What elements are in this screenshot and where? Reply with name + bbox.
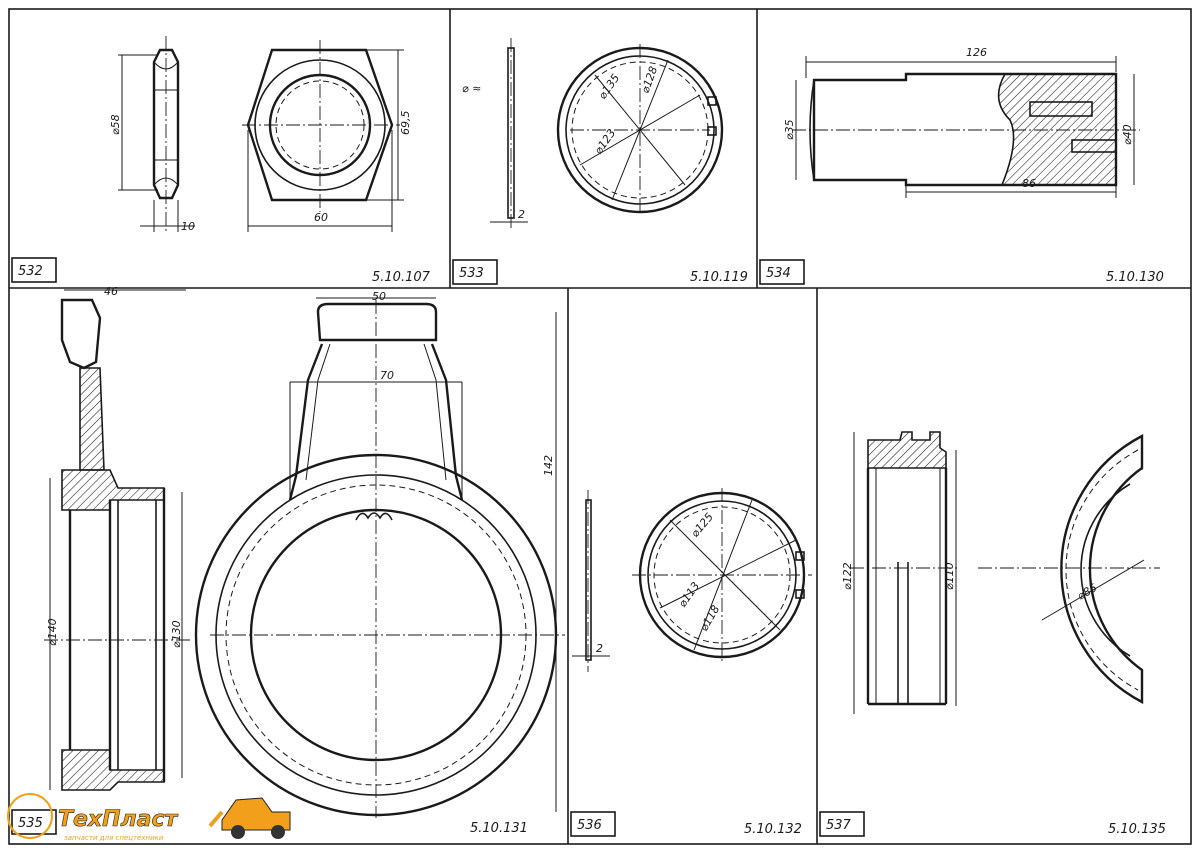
dim-diameter-110: ⌀110 (943, 562, 956, 590)
cell-536: 2 ⌀125 ⌀113 ⌀118 536 5.10.132 (570, 488, 812, 837)
dim-diameter-58: ⌀58 (109, 114, 122, 135)
dim-diameter-122: ⌀122 (841, 562, 854, 590)
dim-height-46: 46 (104, 285, 118, 298)
dim-length-126: 126 (966, 46, 987, 59)
cell-535: 46 ⌀140 ⌀130 50 70 142 535 5.10.131 (11, 285, 565, 836)
dim-width-70: 70 (380, 369, 394, 382)
cell-533-number: 533 (459, 266, 484, 281)
dim-thickness-10: 10 (181, 220, 195, 233)
cell-534-number: 534 (766, 266, 791, 281)
dim-height-142: 142 (542, 455, 555, 476)
loader-icon (7, 793, 291, 839)
nut-front-view (242, 40, 404, 232)
cell-533-code: 5.10.119 (690, 270, 748, 285)
dim-diameter-128: ⌀128 (639, 65, 661, 95)
bushing-half-view (978, 434, 1160, 704)
cell-533: ⌀ ≈ 2 ⌀135 ⌀128 ⌀123 533 5.10.119 (452, 38, 748, 285)
dim-diameter-118: ⌀118 (697, 603, 722, 633)
dim-width-50: 50 (372, 290, 386, 303)
brand-logo: ТехПласт запчасти для спецтехники (7, 793, 291, 842)
ring-front-view (556, 44, 724, 214)
cell-532: ⌀58 10 60 69,5 532 5.10.107 (11, 36, 431, 285)
dim-536-thickness-2: 2 (596, 642, 603, 655)
bushing-section-view (850, 431, 960, 714)
dim-across-corners-69-5: 69,5 (399, 111, 412, 136)
cell-532-code: 5.10.107 (372, 270, 431, 285)
svg-text:⌀ ≈: ⌀ ≈ (462, 82, 481, 95)
ring-536-front-view (632, 488, 812, 662)
cell-535-code: 5.10.131 (470, 821, 528, 836)
cell-537: ⌀122 ⌀110 ⌀85 537 5.10.135 (819, 431, 1166, 837)
dim-diameter-130: ⌀130 (170, 620, 183, 648)
dim-diameter-35: ⌀35 (783, 119, 796, 140)
dim-diameter-123: ⌀123 (592, 127, 618, 157)
brand-prefix: Тех (58, 807, 103, 832)
ring-side-view: ⌀ ≈ (462, 38, 528, 230)
dim-diameter-125: ⌀125 (688, 510, 716, 540)
dim-diameter-135: ⌀135 (596, 72, 622, 102)
brand-name: ТехПласт (58, 807, 179, 832)
dim-diameter-85: ⌀85 (1075, 581, 1099, 603)
dim-diameter-113: ⌀113 (676, 580, 702, 610)
cell-536-number: 536 (577, 818, 602, 833)
cell-537-number: 537 (826, 818, 852, 833)
dim-thickness-2: 2 (518, 208, 525, 221)
housing-section-view (44, 289, 190, 791)
sheet-frame (8, 8, 1192, 845)
cell-537-code: 5.10.135 (1108, 822, 1166, 837)
cell-534-code: 5.10.130 (1106, 270, 1164, 285)
cell-536-code: 5.10.132 (744, 822, 802, 837)
shaft-view (792, 56, 1140, 198)
ring-536-side-view (572, 490, 610, 672)
housing-front-view (194, 297, 565, 818)
cell-535-number: 535 (18, 816, 43, 831)
dim-length-86: 86 (1022, 177, 1036, 190)
cell-534: 126 ⌀35 ⌀40 86 534 5.10.130 (759, 46, 1164, 285)
dim-diameter-40: ⌀40 (1121, 124, 1134, 145)
brand-tagline: запчасти для спецтехники (64, 834, 164, 842)
nut-side-view (118, 36, 195, 232)
brand-suffix: Пласт (102, 807, 178, 832)
dim-width-60: 60 (314, 211, 328, 224)
cell-532-number: 532 (18, 264, 43, 279)
dim-diameter-140: ⌀140 (46, 618, 59, 646)
